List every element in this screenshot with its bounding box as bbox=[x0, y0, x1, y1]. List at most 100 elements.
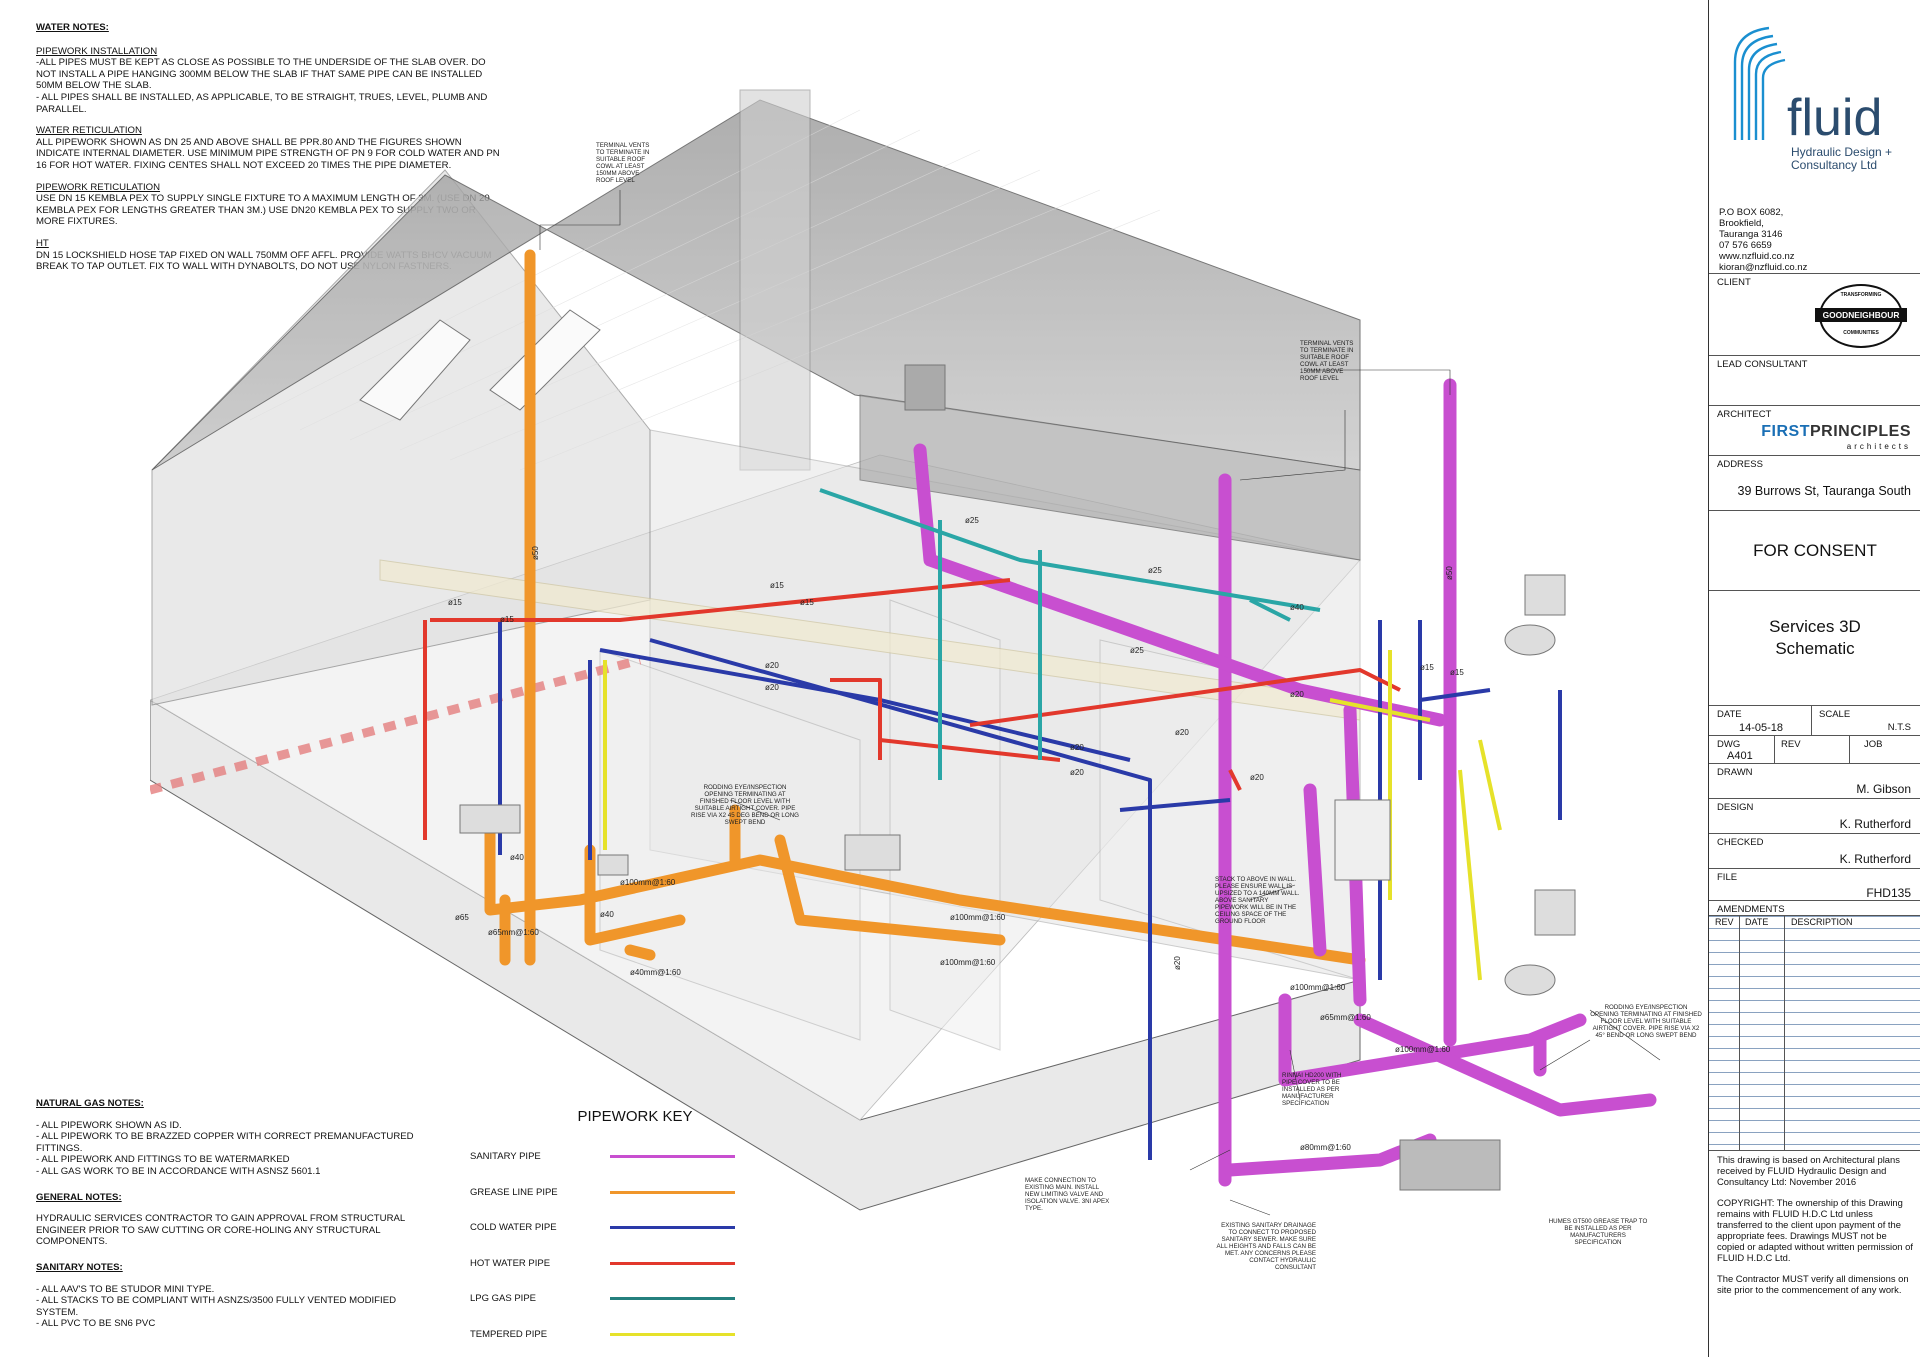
pipe-label: ø15 bbox=[800, 598, 814, 607]
pipe-label: ø65mm@1:60 bbox=[488, 928, 539, 937]
pipe-label: ø20 bbox=[765, 661, 779, 670]
water-notes: WATER NOTES: PIPEWORK INSTALLATION -ALL … bbox=[36, 22, 506, 273]
pipe-label: ø15 bbox=[1420, 663, 1434, 672]
drawing-title-cell: Services 3D Schematic bbox=[1709, 590, 1920, 706]
company-address: P.O BOX 6082, Brookfield, Tauranga 3146 … bbox=[1719, 207, 1807, 273]
file-cell: FILE FHD135 bbox=[1709, 868, 1920, 901]
key-label: SANITARY PIPE bbox=[470, 1151, 541, 1163]
company-name: fluid bbox=[1787, 89, 1883, 147]
pipe-label: ø20 bbox=[1173, 956, 1182, 970]
pipe-label: ø15 bbox=[500, 615, 514, 624]
note-heading: WATER RETICULATION bbox=[36, 125, 142, 137]
key-row: HOT WATER PIPE bbox=[470, 1246, 740, 1282]
architect-cell: ARCHITECT FIRSTPRINCIPLES architects bbox=[1709, 405, 1920, 456]
note-heading: HT bbox=[36, 237, 49, 249]
key-row: LPG GAS PIPE bbox=[470, 1281, 740, 1317]
pipe-label: ø20 bbox=[1250, 773, 1264, 782]
pipe-label: ø40 bbox=[510, 853, 524, 862]
design-label: DESIGN bbox=[1717, 802, 1754, 813]
notes-title: GENERAL NOTES: bbox=[36, 1191, 122, 1203]
disclaimer: This drawing is based on Architectural p… bbox=[1717, 1154, 1913, 1295]
amendments-cell: AMENDMENTS REV DATE DESCRIPTION bbox=[1709, 900, 1920, 1151]
address-value: 39 Burrows St, Tauranga South bbox=[1737, 484, 1912, 498]
key-label: GREASE LINE PIPE bbox=[470, 1186, 558, 1198]
pipe-label: ø25 bbox=[1130, 646, 1144, 655]
drawn-label: DRAWN bbox=[1717, 767, 1753, 778]
key-swatch bbox=[610, 1297, 735, 1301]
rev-label: REV bbox=[1781, 739, 1801, 750]
key-row: TEMPERED PIPE bbox=[470, 1317, 740, 1353]
design-cell: DESIGN K. Rutherford bbox=[1709, 798, 1920, 834]
amendments-table: REV DATE DESCRIPTION bbox=[1709, 915, 1920, 1150]
drawn-cell: DRAWN M. Gibson bbox=[1709, 763, 1920, 799]
date-scale-cell: DATE 14-05-18 SCALE N.T.S bbox=[1709, 705, 1920, 736]
hot-water-unit bbox=[1334, 799, 1391, 881]
lower-notes: NATURAL GAS NOTES: - ALL PIPEWORK SHOWN … bbox=[36, 1098, 426, 1344]
pipe-label: ø100mm@1:60 bbox=[950, 913, 1006, 922]
pipe-label: ø25 bbox=[1148, 566, 1162, 575]
address-cell: ADDRESS 39 Burrows St, Tauranga South bbox=[1709, 455, 1920, 511]
key-swatch bbox=[610, 1332, 735, 1336]
disclaimer-text: This drawing is based on Architectural p… bbox=[1717, 1154, 1900, 1187]
architect-logo: FIRSTPRINCIPLES bbox=[1761, 423, 1911, 441]
drawing-title: Schematic bbox=[1775, 639, 1855, 658]
callout-rodding-eye: RODDING EYE/INSPECTION OPENING TERMINATI… bbox=[1590, 1004, 1702, 1039]
lead-label: LEAD CONSULTANT bbox=[1717, 359, 1808, 370]
amendments-label: AMENDMENTS bbox=[1717, 904, 1785, 915]
pipe-label: ø20 bbox=[1070, 768, 1084, 777]
cold-water-pipes bbox=[498, 620, 1562, 1160]
address-line: P.O BOX 6082, bbox=[1719, 207, 1784, 218]
status-text: FOR CONSENT bbox=[1753, 541, 1877, 560]
vent-hood bbox=[904, 364, 946, 411]
sink bbox=[844, 834, 901, 871]
client-logo-text: GOODNEIGHBOUR bbox=[1815, 308, 1907, 322]
disclaimer-cell: This drawing is based on Architectural p… bbox=[1709, 1150, 1920, 1358]
fluid-logo-icon bbox=[1733, 26, 1786, 140]
pipe-label: ø25 bbox=[965, 516, 979, 525]
key-row: SANITARY PIPE bbox=[470, 1139, 740, 1175]
client-logo-top: TRANSFORMING bbox=[1840, 292, 1882, 298]
amend-col: DATE bbox=[1745, 917, 1769, 927]
note-heading: PIPEWORK INSTALLATION bbox=[36, 45, 158, 57]
note-text: USE DN 15 KEMBLA PEX TO SUPPLY SINGLE FI… bbox=[36, 193, 490, 228]
address-line: kioran@nzfluid.co.nz bbox=[1719, 262, 1808, 273]
water-notes-title: WATER NOTES: bbox=[36, 22, 109, 33]
architect-sub: architects bbox=[1846, 442, 1911, 451]
pipe-label: ø100mm@1:60 bbox=[940, 958, 996, 967]
pipe-label: ø20 bbox=[1290, 690, 1304, 699]
key-swatch bbox=[610, 1190, 735, 1194]
pipe-label: ø20 bbox=[1070, 743, 1084, 752]
client-label: CLIENT bbox=[1717, 277, 1751, 288]
status-cell: FOR CONSENT bbox=[1709, 510, 1920, 591]
checked-cell: CHECKED K. Rutherford bbox=[1709, 833, 1920, 869]
callout-terminal-vents: TERMINAL VENTS TO TERMINATE IN SUITABLE … bbox=[596, 142, 650, 184]
cistern bbox=[1534, 889, 1576, 936]
callout-rodding-eye: RODDING EYE/INSPECTION OPENING TERMINATI… bbox=[691, 784, 799, 826]
pipe-label: ø15 bbox=[448, 598, 462, 607]
skylight bbox=[489, 309, 601, 411]
drawing-title: Services 3D bbox=[1769, 617, 1861, 636]
pipe-label: ø100mm@1:60 bbox=[620, 878, 676, 887]
scale-label: SCALE bbox=[1819, 709, 1851, 720]
pipe-label: ø20 bbox=[765, 683, 779, 692]
dwg-cell: DWG A401 REV JOB bbox=[1709, 735, 1920, 764]
toilet bbox=[1504, 624, 1556, 656]
dwg-label: DWG bbox=[1717, 739, 1741, 750]
date-label: DATE bbox=[1717, 709, 1742, 720]
address-line: www.nzfluid.co.nz bbox=[1719, 251, 1795, 262]
address-label: ADDRESS bbox=[1717, 459, 1763, 470]
fixtures bbox=[459, 364, 1576, 1191]
grease-trap bbox=[1399, 1139, 1501, 1191]
client-cell: CLIENT TRANSFORMING GOODNEIGHBOUR COMMUN… bbox=[1709, 273, 1920, 355]
notes-text: HYDRAULIC SERVICES CONTRACTOR TO GAIN AP… bbox=[36, 1213, 405, 1248]
notes-text: - ALL AAV'S TO BE STUDOR MINI TYPE. - AL… bbox=[36, 1283, 397, 1330]
pipe-label: ø15 bbox=[770, 581, 784, 590]
notes-title: NATURAL GAS NOTES: bbox=[36, 1098, 144, 1109]
grease-line-pipes bbox=[484, 249, 1366, 966]
key-row: GREASE LINE PIPE bbox=[470, 1175, 740, 1211]
pipe-label: ø20 bbox=[1175, 728, 1189, 737]
callout-sewer: EXISTING SANITARY DRAINAGE TO CONNECT TO… bbox=[1216, 1222, 1317, 1271]
callout-terminal-vents: TERMINAL VENTS TO TERMINATE IN SUITABLE … bbox=[1300, 340, 1354, 382]
notes-title: SANITARY NOTES: bbox=[36, 1261, 123, 1273]
vent-tower bbox=[739, 89, 811, 471]
